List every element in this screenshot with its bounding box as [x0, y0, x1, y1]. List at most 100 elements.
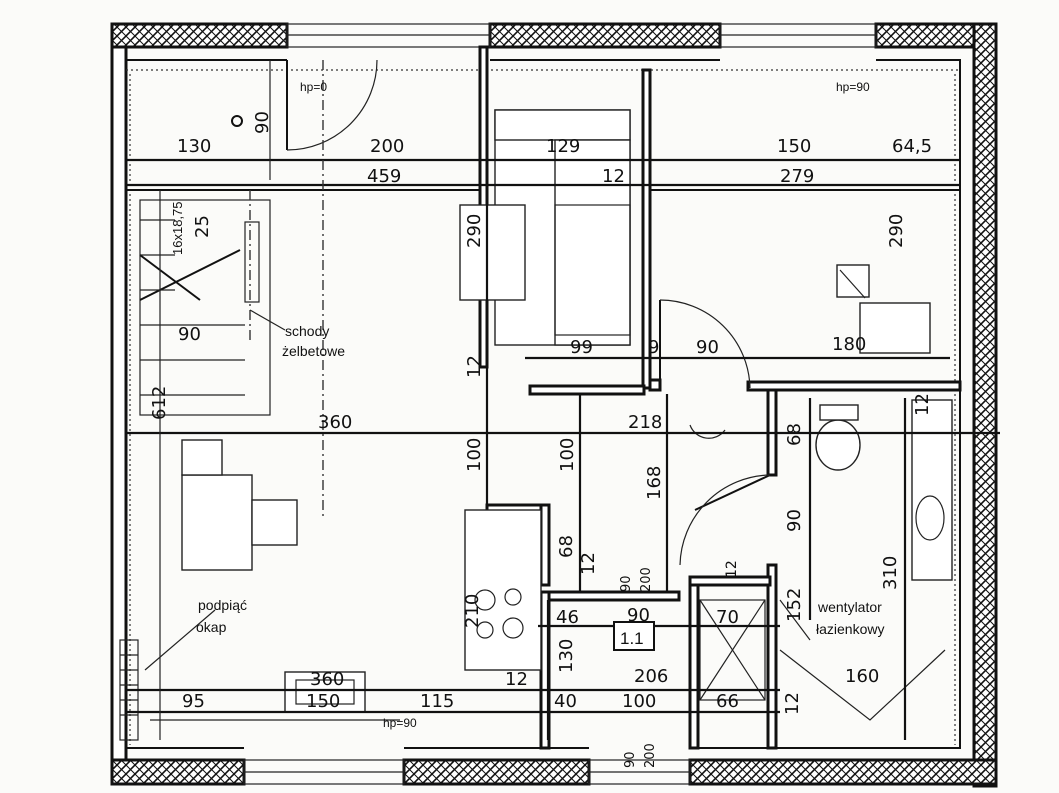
stove-burner	[502, 617, 524, 639]
outer-walls	[110, 22, 998, 788]
wall-top-left	[110, 22, 289, 49]
dimension-text: 90	[623, 751, 638, 768]
dimension-text: 90	[696, 337, 719, 358]
dimension-text: 90	[627, 605, 650, 626]
dimension-text: 290	[886, 214, 907, 248]
dimension-text: 200	[370, 136, 404, 157]
stairs-label: schody	[285, 323, 329, 339]
dimension-text: 310	[880, 556, 901, 590]
hood-label: podpiąć	[198, 597, 247, 613]
boiler-point	[231, 115, 243, 127]
wall-right	[972, 22, 998, 788]
dimension-text: 12	[782, 692, 803, 715]
dining-table	[181, 474, 253, 571]
height-label: hp=90	[836, 80, 870, 94]
dimension-lines	[126, 60, 1000, 740]
dimension-text: 12	[912, 393, 933, 416]
shower-tray	[779, 649, 946, 721]
height-label: hp=90	[383, 716, 417, 730]
stairs	[139, 199, 271, 416]
dimension-text: 12	[724, 560, 740, 578]
stove-burner	[504, 588, 522, 606]
sink	[284, 671, 366, 713]
height-label: hp=0	[300, 80, 327, 94]
stairs-spec-label: 16x18,75	[170, 202, 185, 256]
dimension-text: 100	[557, 438, 578, 472]
room-number-box	[613, 621, 655, 651]
dimension-text: 90	[178, 324, 201, 345]
wall-kitchen-stub	[539, 503, 551, 587]
wall-bottom-right	[688, 758, 998, 786]
dimension-labels: 130 90 200 129 150 64,5 459 12 279 25 29…	[149, 111, 933, 768]
dimension-text: 90	[619, 575, 634, 592]
dimension-text: 12	[464, 355, 485, 378]
dimension-text: 360	[318, 412, 352, 433]
dimension-text: 68	[556, 535, 577, 558]
wall-bedroom-left	[641, 68, 652, 390]
wall-bath-top	[746, 380, 962, 392]
dimension-text: 129	[546, 136, 580, 157]
dimension-text: 99	[570, 337, 593, 358]
dimension-text: 210	[462, 594, 483, 628]
bedside-table	[836, 264, 870, 298]
dimension-text: 168	[644, 466, 665, 500]
dimension-text: 95	[182, 691, 205, 712]
stairs-label: żelbetowe	[282, 343, 345, 359]
desk	[859, 302, 931, 354]
dimension-text: 218	[628, 412, 662, 433]
dimension-text: 200	[639, 567, 654, 592]
dimension-text: 360	[310, 669, 344, 690]
dimension-text: 12	[602, 166, 625, 187]
dimension-text: 46	[556, 607, 579, 628]
washbasin	[915, 495, 945, 541]
chair	[251, 499, 298, 546]
dimension-text: 152	[784, 588, 805, 622]
room-number: 1.1	[620, 629, 644, 648]
kitchen-counter	[464, 509, 542, 671]
dimension-text: 459	[367, 166, 401, 187]
dimension-text: 206	[634, 666, 668, 687]
coffee-table	[459, 204, 526, 301]
dimension-text: 66	[716, 691, 739, 712]
wall-bottom-left	[110, 758, 246, 786]
dimension-text: 90	[252, 111, 273, 134]
wall-pantry-top	[547, 590, 681, 602]
dimension-text: 100	[622, 691, 656, 712]
dimension-text: 40	[554, 691, 577, 712]
plan-labels: hp=0 hp=90 hp=90 16x18,75 schody żelbeto…	[170, 80, 884, 730]
dimension-text: 64,5	[892, 136, 932, 157]
dimension-text: 90	[784, 509, 805, 532]
wall-bath-left-lower	[766, 563, 778, 750]
vent-label: wentylator	[817, 599, 882, 615]
stove-burner	[476, 621, 494, 639]
dimension-text: 12	[578, 552, 599, 575]
dimension-text: 612	[149, 386, 170, 420]
wall-closet-top	[688, 575, 772, 587]
dimension-text: 115	[420, 691, 454, 712]
dimension-text: 180	[832, 334, 866, 355]
wall-left	[110, 45, 128, 762]
wall-corridor-top	[528, 384, 646, 396]
hood-label: okap	[196, 619, 227, 635]
dimension-text: 200	[643, 743, 658, 768]
bathtub	[911, 399, 953, 581]
vent-label: łazienkowy	[816, 621, 884, 637]
dimension-text: 160	[845, 666, 879, 687]
dimension-text: 130	[177, 136, 211, 157]
wall-bottom-middle	[402, 758, 591, 786]
doors	[286, 59, 771, 566]
dimension-text: 290	[464, 214, 485, 248]
dimension-text: 9	[648, 337, 659, 358]
dimension-text: 100	[464, 438, 485, 472]
wall-top-middle	[488, 22, 722, 49]
dimension-text: 150	[777, 136, 811, 157]
dimension-text: 279	[780, 166, 814, 187]
wall-closet-left	[688, 583, 700, 750]
wardrobe	[699, 599, 766, 701]
furniture	[119, 109, 953, 741]
dimension-text: 130	[556, 639, 577, 673]
dimension-text: 25	[192, 215, 213, 238]
toilet	[815, 419, 861, 471]
dimension-text: 12	[505, 669, 528, 690]
